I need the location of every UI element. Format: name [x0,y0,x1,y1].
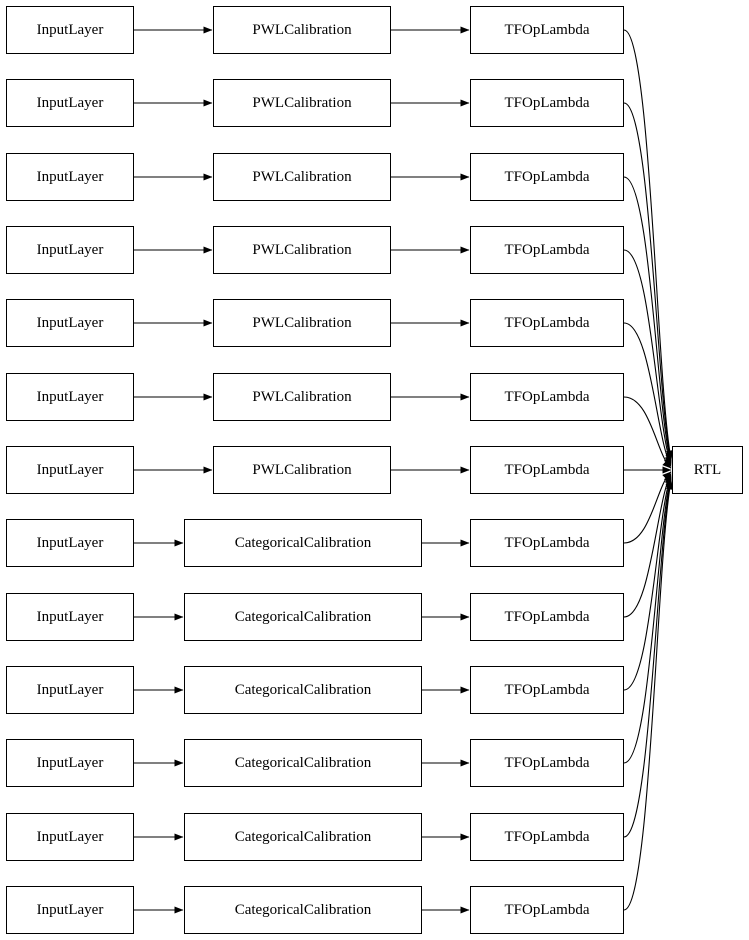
lambda-node: TFOpLambda [470,446,624,494]
calibration-node: PWLCalibration [213,6,391,54]
edge [623,471,672,544]
edge [623,29,673,460]
lambda-node: TFOpLambda [470,519,624,567]
input-layer-node: InputLayer [6,446,134,494]
calibration-node: CategoricalCalibration [184,886,422,934]
calibration-node: CategoricalCalibration [184,666,422,714]
input-layer-node: InputLayer [6,593,134,641]
calibration-node: CategoricalCalibration [184,593,422,641]
lambda-node: TFOpLambda [470,593,624,641]
input-layer-node: InputLayer [6,153,134,201]
input-layer-node: InputLayer [6,373,134,421]
lambda-node: TFOpLambda [470,6,624,54]
edge [623,102,673,462]
input-layer-node: InputLayer [6,226,134,274]
lambda-node: TFOpLambda [470,79,624,127]
edge [623,176,673,464]
lambda-node: TFOpLambda [470,299,624,347]
edge [623,322,672,467]
edge [623,249,672,465]
input-layer-node: InputLayer [6,739,134,787]
input-layer-node: InputLayer [6,6,134,54]
calibration-node: CategoricalCalibration [184,813,422,861]
input-layer-node: InputLayer [6,886,134,934]
edge [623,478,673,838]
lambda-node: TFOpLambda [470,373,624,421]
calibration-node: CategoricalCalibration [184,519,422,567]
lambda-node: TFOpLambda [470,226,624,274]
calibration-node: PWLCalibration [213,446,391,494]
input-layer-node: InputLayer [6,666,134,714]
rtl-output-node: RTL [672,446,743,494]
lambda-node: TFOpLambda [470,153,624,201]
input-layer-node: InputLayer [6,519,134,567]
edge [623,396,672,469]
edge [623,476,673,764]
edge [623,475,672,691]
input-layer-node: InputLayer [6,299,134,347]
calibration-node: CategoricalCalibration [184,739,422,787]
calibration-node: PWLCalibration [213,153,391,201]
calibration-node: PWLCalibration [213,226,391,274]
calibration-node: PWLCalibration [213,79,391,127]
lambda-node: TFOpLambda [470,739,624,787]
edge [623,473,672,618]
input-layer-node: InputLayer [6,79,134,127]
edge [623,480,673,911]
input-layer-node: InputLayer [6,813,134,861]
lambda-node: TFOpLambda [470,886,624,934]
calibration-node: PWLCalibration [213,299,391,347]
lambda-node: TFOpLambda [470,813,624,861]
calibration-node: PWLCalibration [213,373,391,421]
lambda-node: TFOpLambda [470,666,624,714]
